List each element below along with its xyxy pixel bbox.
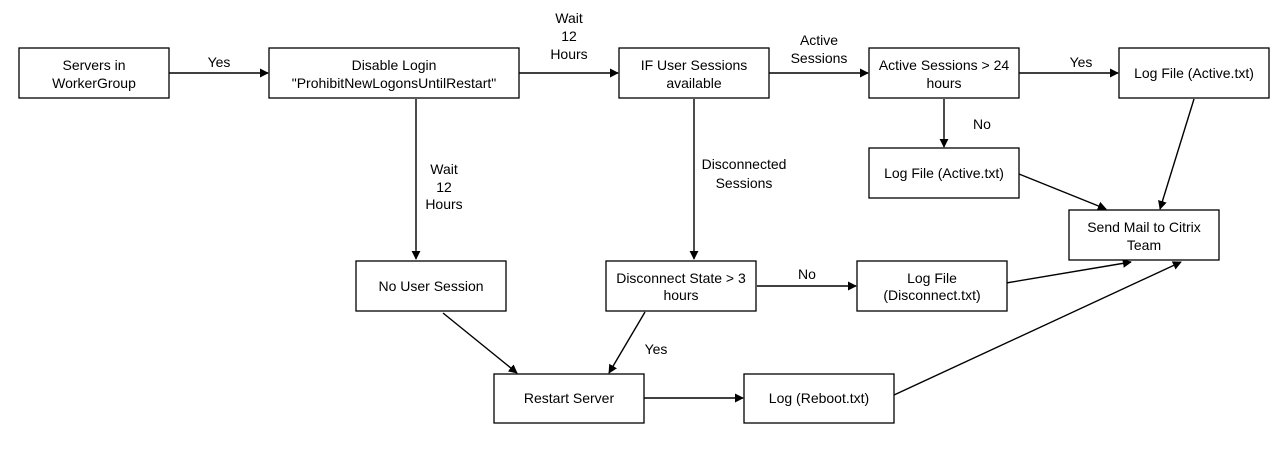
node-label: Log (Reboot.txt) — [769, 390, 869, 406]
edge-label-wait: Hours — [550, 46, 587, 62]
node-label: (Disconnect.txt) — [883, 287, 980, 303]
node-label: Team — [1127, 237, 1161, 253]
node-label: Send Mail to Citrix — [1087, 219, 1201, 235]
edge-label-wait: Wait — [555, 10, 583, 26]
node-servers-in-workergroup: Servers in WorkerGroup — [18, 47, 170, 99]
node-label: hours — [926, 75, 961, 91]
edge-disconnect-to-restart — [608, 311, 646, 374]
edge-label-yes: Yes — [208, 54, 231, 70]
edge-label-wait: Wait — [430, 161, 458, 177]
node-log-reboot: Log (Reboot.txt) — [743, 373, 895, 424]
node-label: Disconnect State > 3 — [616, 270, 746, 286]
edge-label-wait: 12 — [436, 179, 452, 195]
edge-label-no: No — [973, 116, 991, 132]
node-disable-login: Disable Login "ProhibitNewLogonsUntilRes… — [268, 47, 520, 99]
edge-label-wait: 12 — [561, 28, 577, 44]
node-label: Restart Server — [524, 390, 615, 406]
edge-log-active-top-to-send-mail — [1158, 98, 1195, 210]
node-log-file-disconnect: Log File (Disconnect.txt) — [856, 260, 1008, 312]
edge-label-yes: Yes — [645, 341, 668, 357]
edge-label-disconnected-sessions: Sessions — [716, 175, 773, 191]
edge-label-active-sessions: Sessions — [791, 50, 848, 66]
edge-log-disconnect-to-send-mail — [1005, 258, 1132, 284]
node-label: Log File — [907, 270, 957, 286]
node-disconnect-state-gt-3: Disconnect State > 3 hours — [605, 260, 757, 312]
edge-label-disconnected-sessions: Disconnected — [702, 156, 787, 172]
node-label: Log File (Active.txt) — [1134, 65, 1254, 81]
node-active-sessions-gt-24: Active Sessions > 24 hours — [868, 47, 1020, 99]
node-label: IF User Sessions — [641, 57, 748, 73]
edge-log-reboot-to-send-mail — [893, 261, 1182, 396]
node-restart-server: Restart Server — [493, 373, 645, 424]
edge-no-user-session-to-restart — [442, 312, 518, 374]
node-log-file-active-mid: Log File (Active.txt) — [868, 147, 1020, 199]
node-no-user-session: No User Session — [355, 260, 507, 312]
node-label: Servers in — [62, 57, 125, 73]
edge-label-active-sessions: Active — [800, 32, 838, 48]
node-label: No User Session — [378, 278, 483, 294]
node-label: WorkerGroup — [52, 75, 136, 91]
node-label: available — [666, 75, 721, 91]
node-if-user-sessions: IF User Sessions available — [618, 47, 770, 99]
node-label: hours — [663, 287, 698, 303]
edge-label-wait: Hours — [425, 196, 462, 212]
node-label: Disable Login — [352, 57, 437, 73]
edge-log-active-mid-to-send-mail — [1018, 173, 1107, 211]
node-send-mail-citrix: Send Mail to Citrix Team — [1068, 209, 1220, 261]
node-label: Active Sessions > 24 — [879, 57, 1010, 73]
edge-label-no: No — [798, 266, 816, 282]
node-label: Log File (Active.txt) — [884, 165, 1004, 181]
node-log-file-active-top: Log File (Active.txt) — [1118, 47, 1270, 99]
edge-label-yes: Yes — [1070, 54, 1093, 70]
node-label: "ProhibitNewLogonsUntilRestart" — [292, 75, 497, 91]
